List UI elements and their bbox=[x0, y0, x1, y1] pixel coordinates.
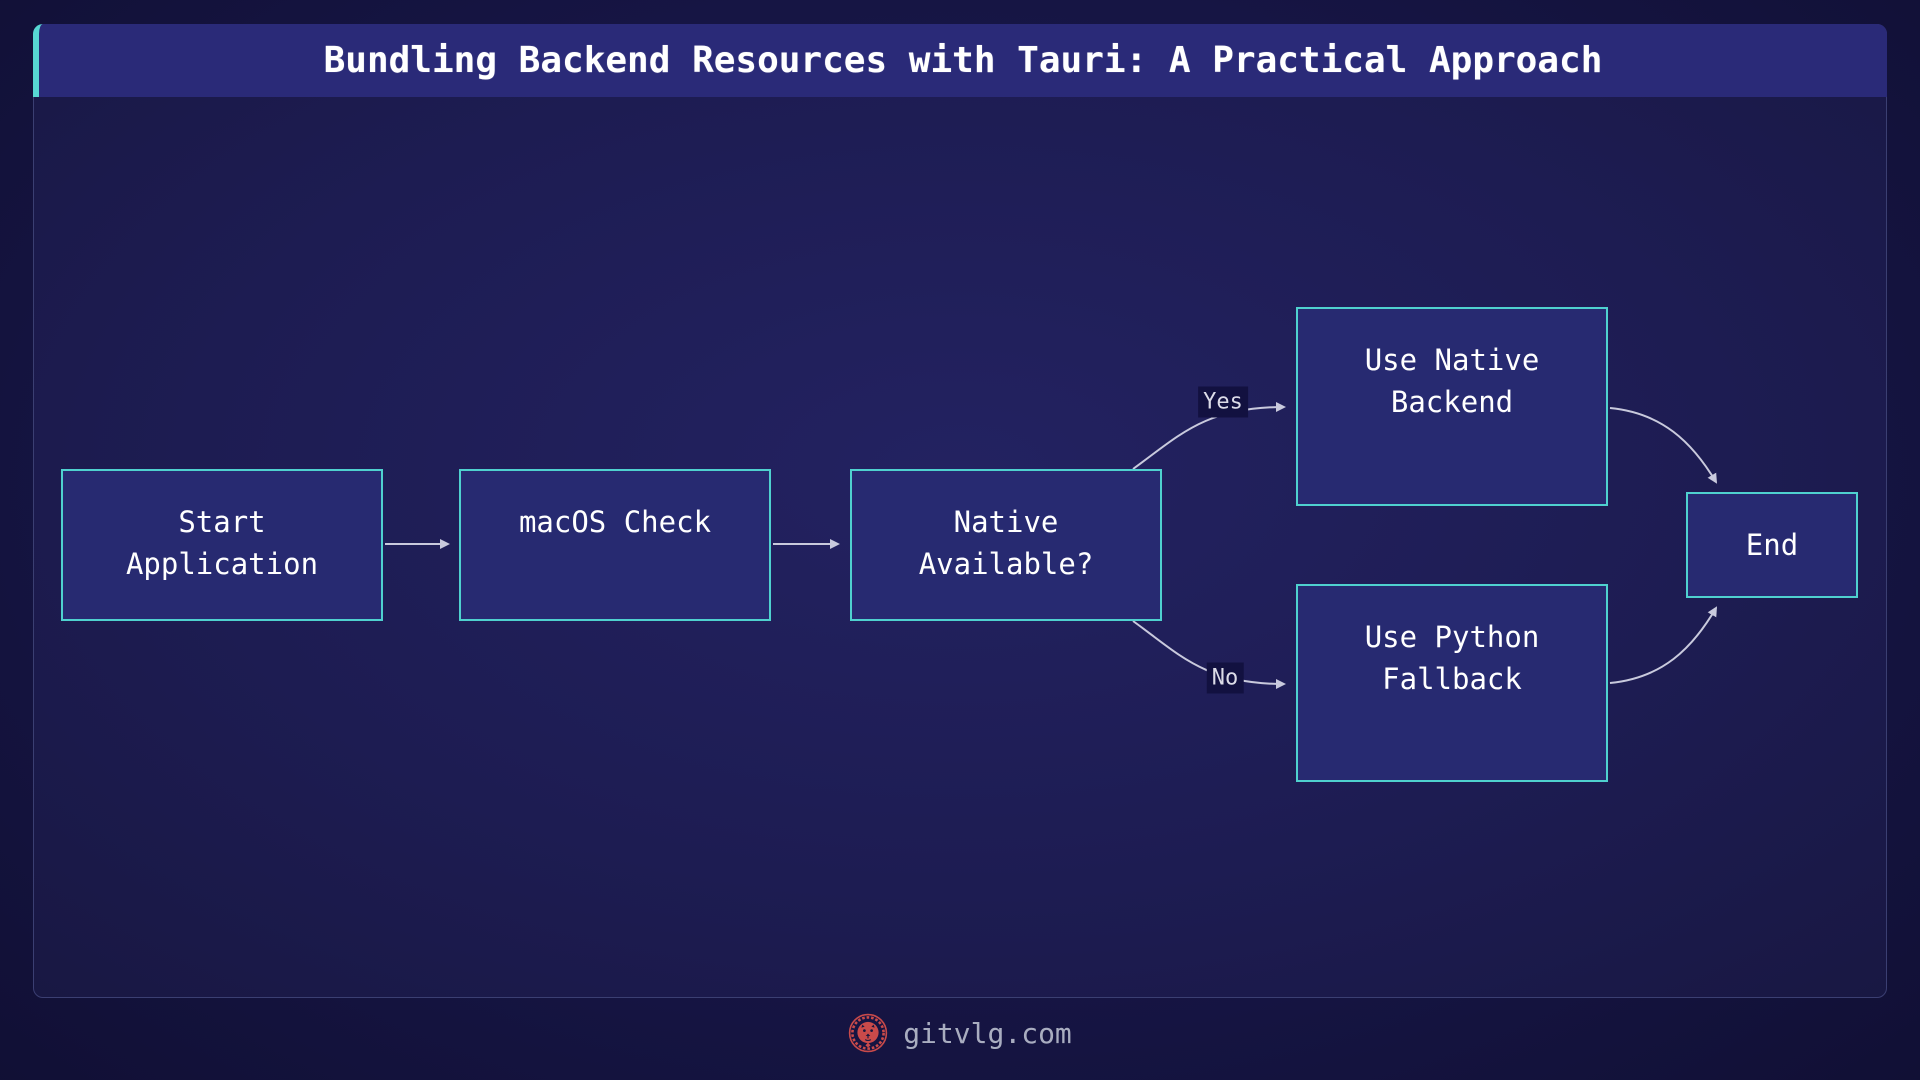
footer: gitvlg.com bbox=[0, 1007, 1920, 1059]
edge-usenative-to-end bbox=[1609, 407, 1718, 484]
node-label-line: Fallback bbox=[1382, 662, 1522, 696]
node-label-line: Use Native bbox=[1364, 343, 1540, 377]
edge-native-to-usenative-yes bbox=[1132, 402, 1286, 470]
node-native-available: Native Available? bbox=[850, 469, 1162, 621]
edge-label-no: No bbox=[1206, 662, 1244, 694]
node-use-native-backend: Use Native Backend bbox=[1296, 307, 1608, 506]
edge-usepython-to-end bbox=[1609, 606, 1718, 684]
node-label-line: Native bbox=[953, 505, 1059, 539]
node-label-line: Application bbox=[125, 547, 319, 581]
node-end: End bbox=[1686, 492, 1858, 598]
title-bar: Bundling Backend Resources with Tauri: A… bbox=[33, 24, 1887, 97]
node-start-application: Start Application bbox=[61, 469, 383, 621]
page-title: Bundling Backend Resources with Tauri: A… bbox=[323, 40, 1603, 81]
footer-brand: gitvlg.com bbox=[903, 1016, 1072, 1050]
node-label-line: Use Python bbox=[1364, 620, 1540, 654]
node-label-line: Available? bbox=[918, 547, 1094, 581]
node-label-line: Start bbox=[178, 505, 266, 539]
node-label-line: macOS Check bbox=[518, 505, 712, 539]
node-label-line: Backend bbox=[1390, 385, 1514, 419]
edge-label-yes: Yes bbox=[1198, 386, 1248, 418]
lion-emblem-icon bbox=[849, 1013, 888, 1053]
node-macos-check: macOS Check bbox=[459, 469, 771, 621]
edge-native-to-usepython-no bbox=[1132, 620, 1286, 689]
node-label-line: End bbox=[1745, 528, 1799, 562]
node-use-python-fallback: Use Python Fallback bbox=[1296, 584, 1608, 782]
